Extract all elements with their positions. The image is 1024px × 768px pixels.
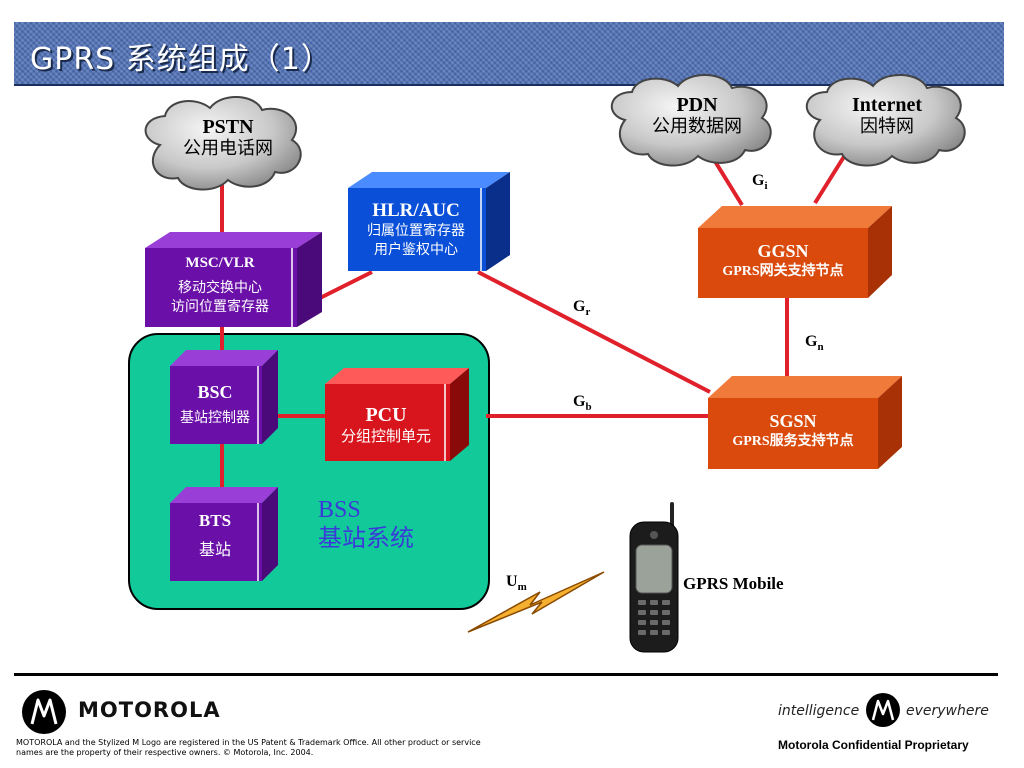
lightning-bolt-icon <box>467 571 605 633</box>
gi-sub: i <box>764 180 768 193</box>
pstn-cloud <box>144 95 302 191</box>
mobile-phone-icon <box>629 502 679 653</box>
ggsn-label: GGSN GPRS网关支持节点 <box>698 240 868 282</box>
hlr-line2: 用户鉴权中心 <box>374 242 458 258</box>
hlr-line1: 归属位置寄存器 <box>367 223 465 239</box>
hlr-auc-box <box>348 172 510 271</box>
gn-base: G <box>805 333 818 350</box>
pdn-cloud <box>610 73 772 167</box>
bts-box <box>170 487 278 581</box>
msc-vlr-box <box>145 232 322 327</box>
internet-name: Internet <box>852 94 922 116</box>
msc-label: MSC/VLR 移动交换中心 访问位置寄存器 <box>147 253 293 317</box>
tagline-left: intelligence <box>778 703 860 719</box>
msc-line1: 移动交换中心 <box>178 280 262 296</box>
bss-name: BSS <box>318 497 361 523</box>
bsc-box <box>170 350 278 444</box>
title-bar: GPRS 系统组成（1） GPRS 系统组成（1） <box>14 22 1004 86</box>
interface-gr: Gr <box>573 298 590 318</box>
interface-gb: Gb <box>573 393 592 413</box>
gb-base: G <box>573 393 586 410</box>
um-sub: m <box>517 581 527 594</box>
internet-desc: 因特网 <box>860 116 914 137</box>
ggsn-box <box>698 206 892 298</box>
mobile-label: GPRS Mobile <box>683 574 784 593</box>
bss-label: BSS 基站系统 <box>318 496 414 552</box>
tagline-logo <box>866 693 900 727</box>
pstn-name: PSTN <box>202 116 254 138</box>
gb-sub: b <box>585 401 592 414</box>
link-hlr-sgsn <box>477 270 711 394</box>
pcu-name: PCU <box>365 404 407 426</box>
gi-base: G <box>752 172 765 189</box>
internet-label: Internet 因特网 <box>822 94 952 138</box>
confidential-notice: Motorola Confidential Proprietary <box>778 738 969 752</box>
ggsn-desc: GPRS网关支持节点 <box>722 264 844 279</box>
motorola-logo <box>22 690 66 734</box>
bsc-desc: 基站控制器 <box>180 410 250 426</box>
interface-gn: Gn <box>805 333 824 353</box>
pdn-label: PDN 公用数据网 <box>632 94 762 138</box>
gr-sub: r <box>585 306 591 319</box>
pdn-desc: 公用数据网 <box>652 116 742 137</box>
legal-notice: MOTOROLA and the Stylized M Logo are reg… <box>16 738 481 757</box>
msc-name: MSC/VLR <box>185 255 255 271</box>
um-base: U <box>506 573 518 590</box>
bss-desc: 基站系统 <box>318 524 414 552</box>
pcu-box <box>325 368 469 461</box>
ggsn-name: GGSN <box>757 241 809 261</box>
sgsn-name: SGSN <box>769 411 817 431</box>
bts-label: BTS 基站 <box>170 510 260 560</box>
msc-line2: 访问位置寄存器 <box>171 299 269 315</box>
gn-sub: n <box>817 341 824 354</box>
pcu-label: PCU 分组控制单元 <box>325 404 447 446</box>
bsc-label: BSC 基站控制器 <box>170 381 260 427</box>
pcu-desc: 分组控制单元 <box>340 427 431 445</box>
interface-um: Um <box>506 573 527 593</box>
bsc-name: BSC <box>197 382 233 402</box>
footer-divider <box>14 673 998 676</box>
hlr-label: HLR/AUC 归属位置寄存器 用户鉴权中心 <box>350 200 482 260</box>
sgsn-desc: GPRS服务支持节点 <box>732 434 854 449</box>
pstn-label: PSTN 公用电话网 <box>168 116 288 160</box>
sgsn-box <box>708 376 902 469</box>
bts-desc: 基站 <box>198 540 231 559</box>
tagline-right: everywhere <box>906 703 989 719</box>
gr-base: G <box>573 298 586 315</box>
sgsn-label: SGSN GPRS服务支持节点 <box>708 410 878 452</box>
hlr-name: HLR/AUC <box>372 200 460 221</box>
internet-cloud <box>805 73 966 167</box>
pdn-name: PDN <box>676 94 718 116</box>
bts-name: BTS <box>198 511 232 530</box>
link-msc-hlr <box>315 270 373 302</box>
page-title: GPRS 系统组成（1） <box>30 42 332 77</box>
interface-gi: Gi <box>752 172 768 192</box>
motorola-wordmark: MOTOROLA <box>78 698 221 722</box>
title-shadow: GPRS 系统组成（1） <box>32 44 334 79</box>
pstn-desc: 公用电话网 <box>183 138 273 159</box>
link-internet-ggsn <box>813 153 847 205</box>
